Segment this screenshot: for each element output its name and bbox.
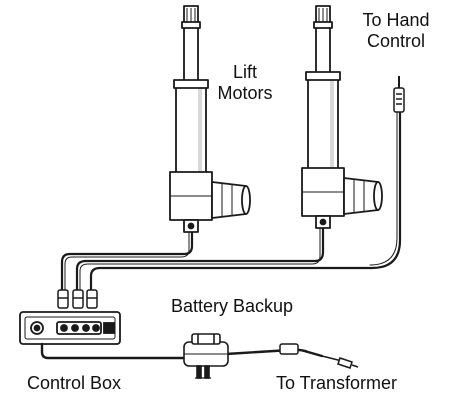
control-box-label: Control Box [27,373,122,393]
hand-control-cable [89,110,402,294]
transformer-label: To Transformer [276,373,398,393]
motor-cables [60,110,402,294]
left-motor-cable [60,230,194,294]
hand-control-label-line1: To Hand [362,10,430,30]
right-lift-motor [301,5,383,229]
transformer-plug [279,343,359,369]
right-motor-cable [75,226,325,294]
lift-motors-label-line1: Lift [232,62,257,82]
left-lift-motor [169,5,251,233]
hand-control-label: To Hand Control [342,10,450,52]
hand-control-label-line2: Control [366,31,426,51]
battery-backup-label: Battery Backup [171,296,294,316]
right-motor-cable-inner [79,227,321,293]
cable-plugs [57,289,98,309]
battery-backup-unit [183,333,229,379]
hand-control-plug [393,76,405,113]
left-motor-cable-inner [64,231,190,293]
lift-motors-label: Lift Motors [200,62,290,104]
lift-motors-label-line2: Motors [217,83,273,103]
control-box [19,311,121,345]
hand-control-cable-inner [369,111,398,266]
